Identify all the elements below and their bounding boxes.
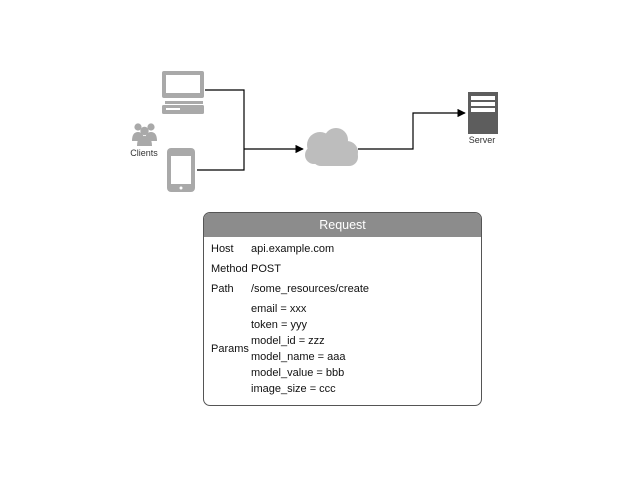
param-item: model_id = zzz	[251, 335, 325, 347]
param-item: token = yyy	[251, 319, 307, 331]
mobile-phone-icon	[167, 148, 195, 192]
clients-group-icon	[132, 123, 157, 146]
cloud-to-server-arrow	[358, 108, 466, 150]
path-value: /some_resources/create	[251, 283, 369, 295]
mobile-connector	[197, 149, 245, 171]
desktop-computer-icon	[162, 71, 204, 114]
server-label: Server	[468, 135, 496, 145]
method-key: Method	[211, 263, 248, 275]
request-panel: Request Host api.example.com Method POST…	[203, 212, 482, 406]
params-key: Params	[211, 343, 249, 355]
host-value: api.example.com	[251, 243, 335, 255]
host-key: Host	[211, 243, 234, 255]
connector-lines	[197, 89, 466, 171]
desktop-connector	[205, 89, 245, 149]
request-fields: Host api.example.com Method POST Path /s…	[204, 237, 481, 405]
request-title: Request	[204, 213, 481, 237]
server-icon	[468, 92, 498, 134]
method-value: POST	[251, 263, 281, 275]
clients-label: Clients	[130, 148, 158, 158]
path-key: Path	[211, 283, 234, 295]
params-list: email = xxx token = yyy model_id = zzz m…	[251, 301, 345, 397]
param-item: model_name = aaa	[251, 351, 346, 363]
cloud-icon	[305, 128, 358, 166]
param-item: email = xxx	[251, 303, 307, 315]
param-item: model_value = bbb	[251, 367, 345, 379]
param-item: image_size = ccc	[251, 383, 336, 395]
